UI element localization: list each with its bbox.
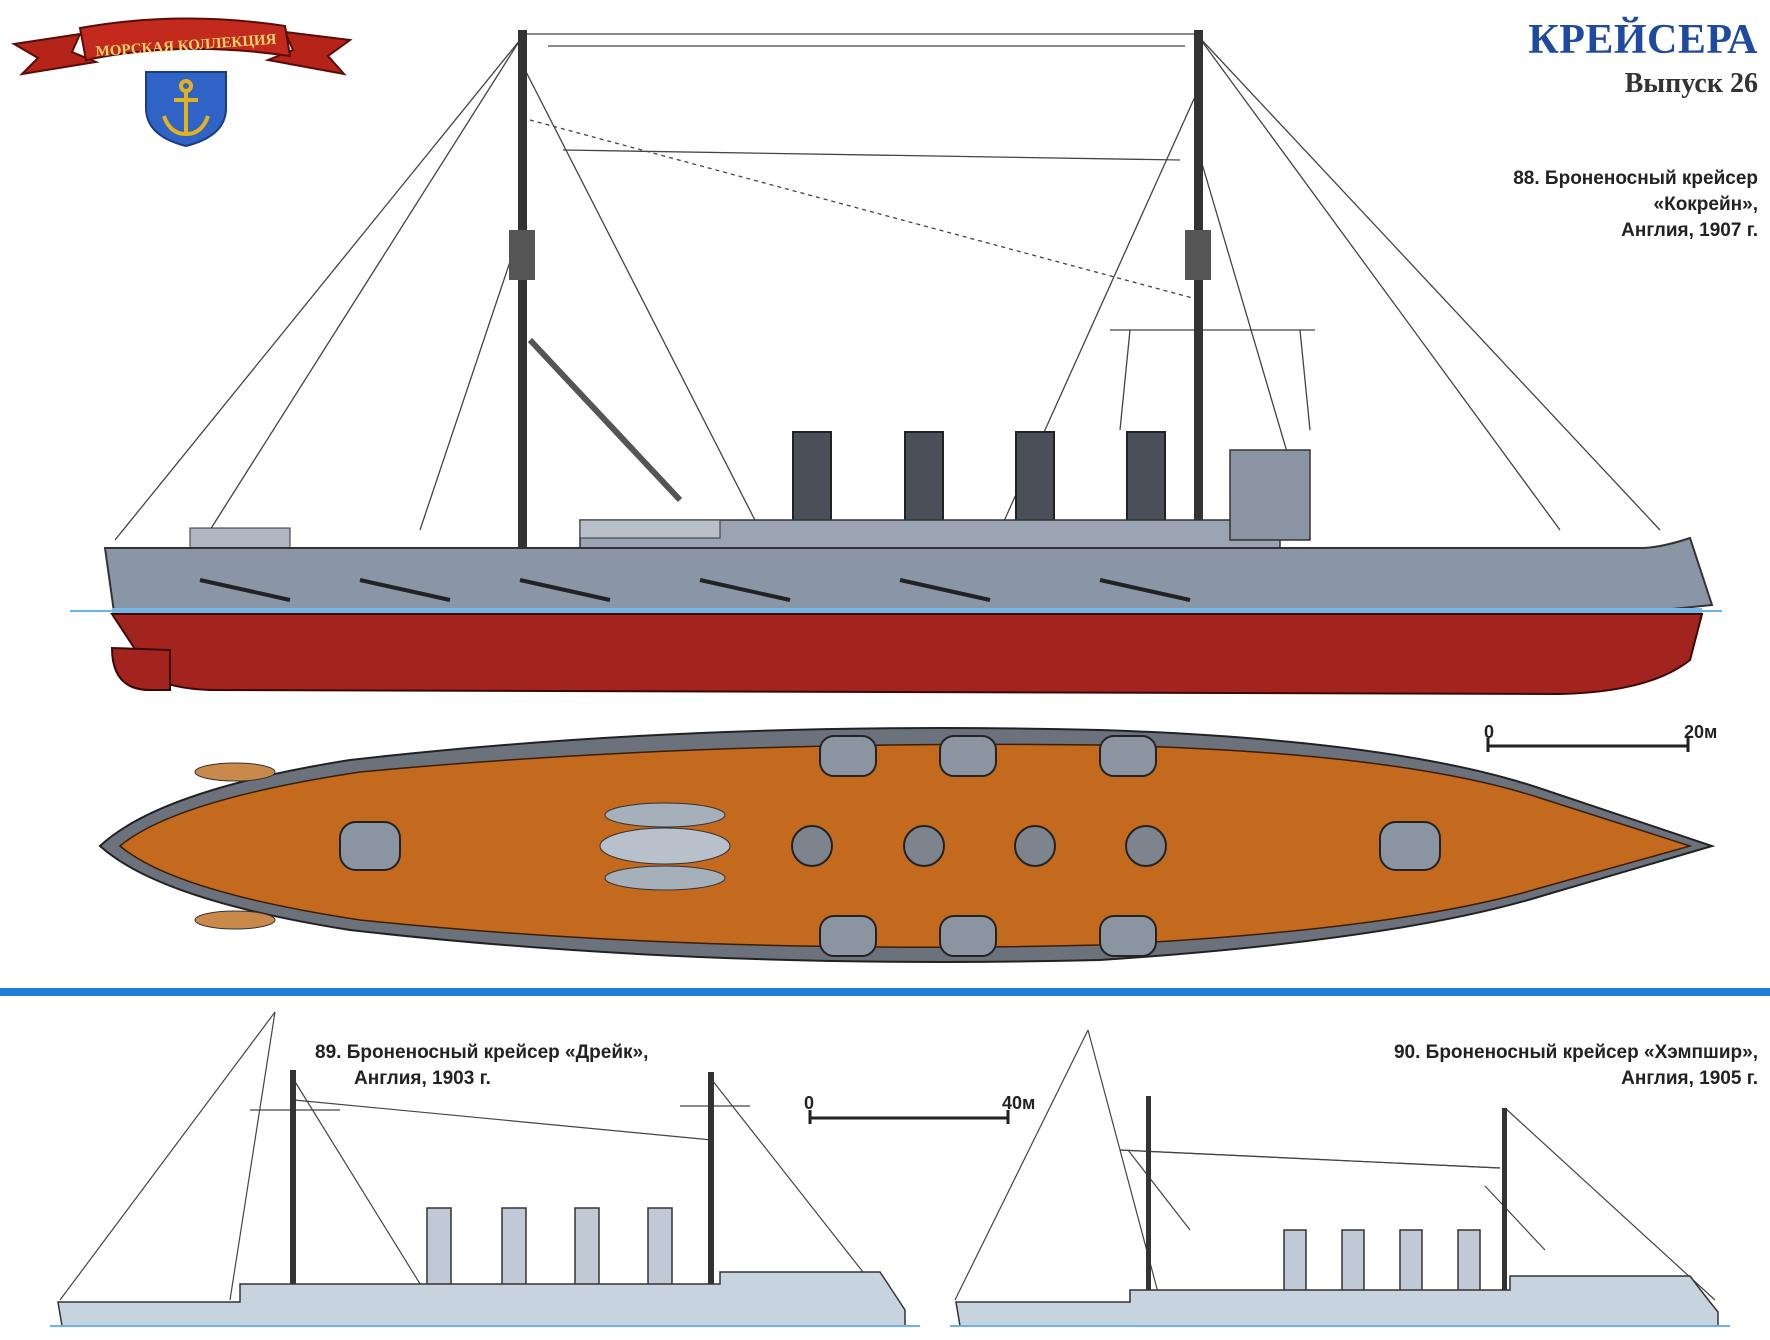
- hull-lower: [110, 613, 1704, 696]
- fore-top: [509, 230, 535, 280]
- ship-89-side-view: [50, 1011, 920, 1327]
- fore-mast: [518, 30, 527, 550]
- turret: [819, 915, 877, 957]
- ribbon-left-tail: [11, 32, 100, 76]
- scale-top-start: 0: [1484, 722, 1495, 742]
- caption-line: Англия, 1903 г.: [354, 1068, 491, 1089]
- funnel-top: [1014, 825, 1056, 867]
- issue-number: Выпуск 26: [1624, 68, 1758, 99]
- mast: [1502, 1108, 1507, 1302]
- ship-88-side-view: [70, 30, 1722, 696]
- caption-ship-88: 88. Броненосный крейсер «Кокрейн», Англи…: [1338, 166, 1758, 244]
- turret: [939, 915, 997, 957]
- caption-ship-89: 89. Броненосный крейсер «Дрейк», Англия,…: [315, 1040, 735, 1092]
- ribbon-banner: [78, 17, 292, 62]
- boat-outboard: [194, 762, 276, 782]
- ship-90-side-view: [950, 1029, 1730, 1327]
- funnel-top: [791, 825, 833, 867]
- logo: МОРСКАЯ КОЛЛЕКЦИЯ: [11, 17, 353, 148]
- mast: [708, 1072, 714, 1300]
- scale-bar-top: [1486, 738, 1690, 752]
- caption-line: Англия, 1905 г.: [1621, 1068, 1758, 1089]
- plan-boat: [604, 802, 726, 828]
- ship-88-plan-view: [98, 727, 1716, 963]
- caption-ship-90: 90. Броненосный крейсер «Хэмпшир», Англи…: [1278, 1040, 1758, 1092]
- main-top: [1185, 230, 1211, 280]
- caption-line: 89. Броненосный крейсер «Дрейк»,: [315, 1042, 649, 1063]
- plan-funnels: [791, 825, 1167, 867]
- derrick: [527, 337, 683, 503]
- anchor-icon: [162, 79, 210, 137]
- plan-boat: [604, 865, 726, 891]
- bridge: [1229, 449, 1311, 541]
- hull: [57, 1271, 906, 1327]
- funnel-top: [1125, 825, 1167, 867]
- boat-outboard: [194, 910, 276, 930]
- scale-top-end: 20м: [1684, 722, 1718, 742]
- caption-line: 90. Броненосный крейсер «Хэмпшир»,: [1393, 1042, 1758, 1063]
- funnels: [1283, 1229, 1481, 1293]
- caption-line: «Кокрейн»,: [1653, 194, 1758, 215]
- turret: [819, 735, 877, 777]
- turret: [939, 735, 997, 777]
- turret: [1099, 915, 1157, 957]
- scale-bottom-start: 0: [804, 1093, 815, 1113]
- mast: [290, 1070, 296, 1300]
- mast: [1146, 1096, 1151, 1302]
- section-divider: [0, 988, 1770, 996]
- caption-line: 88. Броненосный крейсер: [1513, 168, 1758, 189]
- scale-bottom-end: 40м: [1002, 1093, 1036, 1113]
- caption-line: Англия, 1907 г.: [1621, 220, 1758, 241]
- series-title: КРЕЙСЕРА: [1528, 17, 1758, 63]
- turret: [339, 821, 401, 871]
- plan-boat: [599, 827, 731, 865]
- hull-upper: [103, 536, 1714, 613]
- hull: [955, 1275, 1719, 1327]
- plan-turrets: [339, 735, 1441, 957]
- funnel-top: [903, 825, 945, 867]
- scale-bar-bottom: [808, 1110, 1010, 1124]
- turret: [1099, 735, 1157, 777]
- rudder: [110, 646, 171, 691]
- aft-structure: [189, 527, 291, 549]
- turret: [1379, 821, 1441, 871]
- side-guns: [199, 578, 1191, 602]
- boat: [579, 519, 721, 539]
- main-mast: [1194, 30, 1203, 550]
- rigging-lines: [114, 33, 1661, 541]
- funnels: [426, 1207, 673, 1289]
